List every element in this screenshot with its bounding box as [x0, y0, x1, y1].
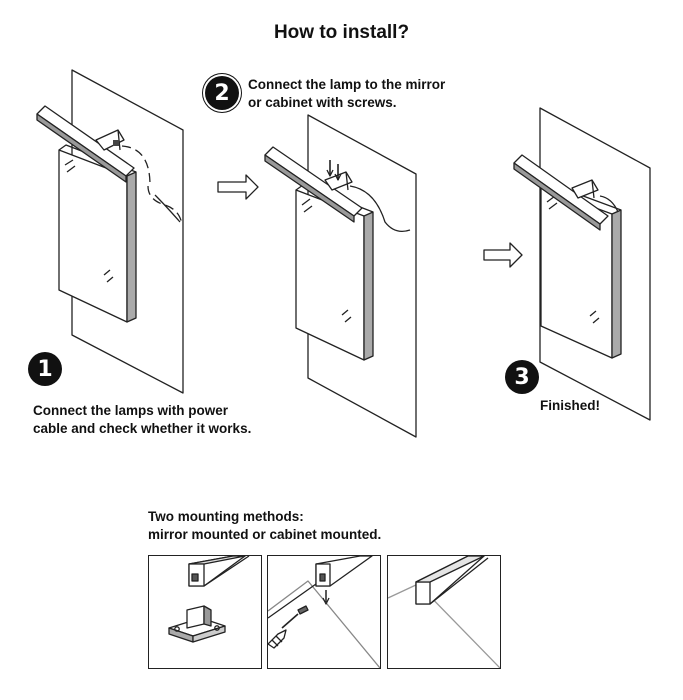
step-2-illustration — [264, 114, 417, 438]
step-1-illustration — [36, 69, 184, 394]
step-1-text: Connect the lamps with power cable and c… — [33, 403, 252, 436]
right-arrow-icon-1 — [217, 174, 259, 200]
mounting-panel-screw — [267, 555, 381, 669]
step-3-text: Finished! — [540, 398, 600, 413]
screwdriver-icon — [267, 613, 299, 649]
step-3-badge: 3 — [505, 360, 539, 394]
step-1-badge: 1 — [28, 352, 62, 386]
finished-detail-illustration — [387, 555, 501, 669]
step-3-illustration — [513, 107, 651, 421]
mounting-panel-bracket — [148, 555, 262, 669]
wall-panel-3 — [539, 107, 651, 421]
step-2-badge: 2 — [205, 76, 239, 110]
screw-icon — [297, 605, 309, 615]
screw-detail-illustration — [267, 555, 381, 669]
right-arrow-icon-2 — [483, 242, 523, 268]
bracket-detail-illustration — [168, 555, 250, 643]
step-2-text: Connect the lamp to the mirror or cabine… — [248, 77, 446, 110]
mounting-panel-finished — [387, 555, 501, 669]
mounting-text: Two mounting methods: mirror mounted or … — [148, 509, 382, 542]
page-title: How to install? — [273, 22, 410, 43]
